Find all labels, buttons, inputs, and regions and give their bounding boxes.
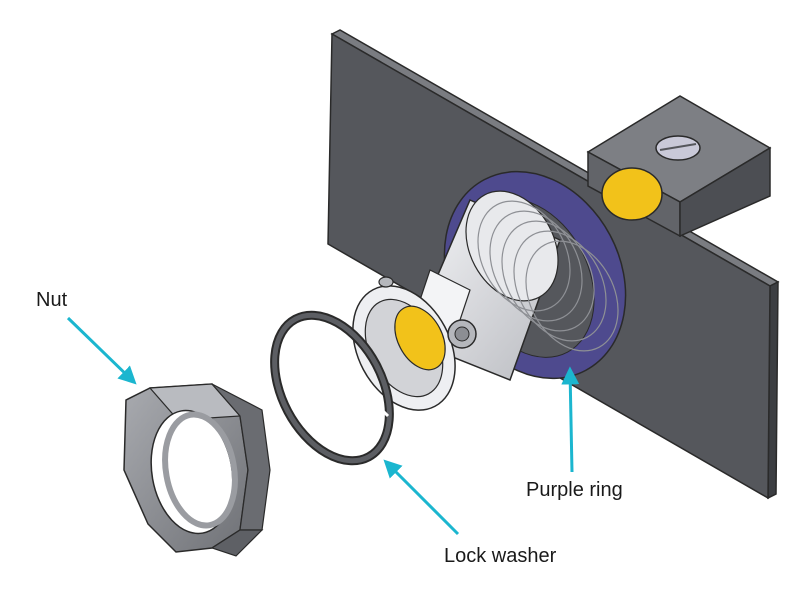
nut-label: Nut: [36, 289, 68, 311]
hex-nut: [123, 383, 271, 557]
purple-ring-callout-arrow: [561, 366, 580, 473]
rear-terminal-block: [586, 95, 772, 238]
front-yellow-insulator: [394, 305, 446, 371]
lock-washer-callout-arrow: [383, 459, 460, 536]
nut-callout-arrow: [66, 316, 137, 385]
purple-ring-label: Purple ring: [526, 479, 623, 501]
lock-washer: [270, 310, 394, 466]
rear-yellow-insulator: [601, 167, 663, 221]
lock-washer-label: Lock washer: [444, 545, 557, 567]
